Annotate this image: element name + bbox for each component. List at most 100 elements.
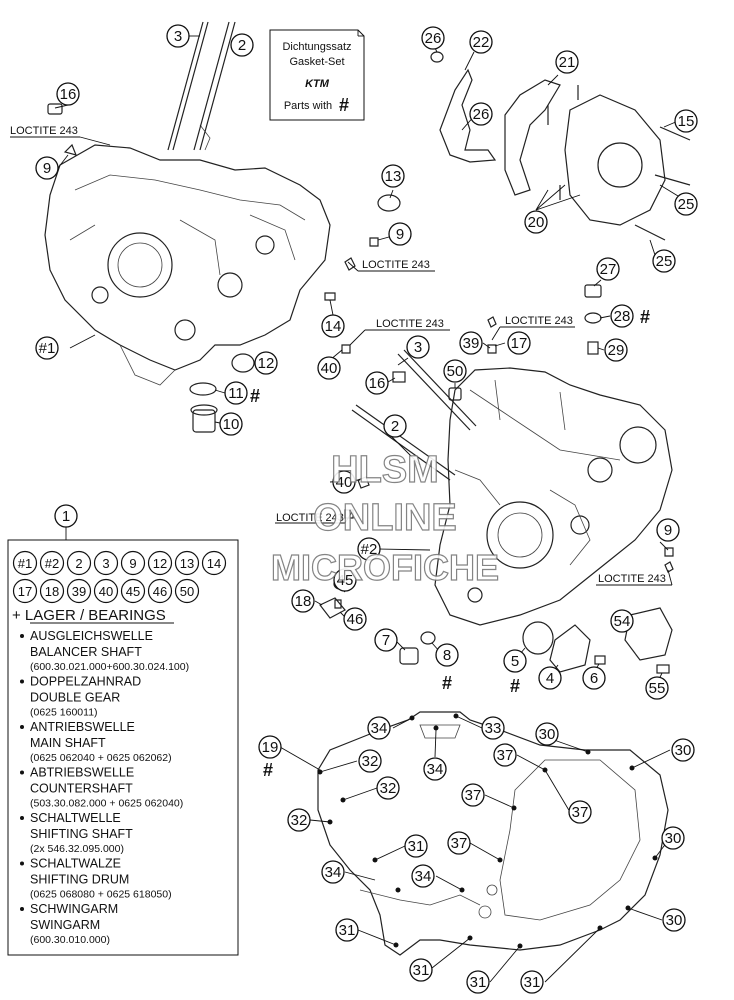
svg-text:5: 5 [511,653,519,670]
svg-text:31: 31 [339,922,356,939]
callout-10: 10 [219,412,243,436]
svg-text:54: 54 [614,613,631,630]
callout-31: 31 [404,834,428,858]
callout-39: 39 [459,331,483,355]
svg-text:18: 18 [295,593,312,610]
svg-text:9: 9 [43,160,51,177]
svg-text:13: 13 [180,556,194,571]
callout-25: 25 [674,192,698,216]
hash-mark: # [640,307,650,327]
callout-31: 31 [335,918,359,942]
callout-16: 16 [56,82,80,106]
legend-part-40: 40 [93,578,119,604]
bearing-part-code: (600.30.021.000+600.30.024.100) [30,661,189,673]
watermark-line-2: ONLINE [313,497,457,539]
svg-text:26: 26 [425,30,442,47]
svg-text:39: 39 [463,335,480,352]
callout-20: 20 [524,210,548,234]
legend-part-45: 45 [120,578,146,604]
svg-text:7: 7 [382,632,390,649]
svg-text:4: 4 [546,670,554,687]
callout-45: 45 [333,568,357,592]
loctite-labels: LOCTITE 243 LOCTITE 243 LOCTITE 243 LOCT… [10,125,666,585]
bearing-name-de: ANTRIEBSWELLE [30,720,135,734]
bullet-icon [20,770,24,775]
svg-text:32: 32 [362,753,379,770]
small-parts-upper-left [47,103,401,433]
callout-hash-2: #2 [357,537,381,561]
callout-hash-1: #1 [35,336,59,360]
callout-6: 6 [582,666,606,690]
svg-text:29: 29 [608,342,625,359]
cover-assembly [430,51,691,241]
svg-text:2: 2 [391,418,399,435]
loctite-label: LOCTITE 243 [362,259,430,271]
svg-text:46: 46 [347,611,364,628]
studs-lower [351,349,477,481]
svg-text:40: 40 [321,360,338,377]
callout-31: 31 [409,958,433,982]
callout-12: 12 [254,351,278,375]
callout-30: 30 [671,738,695,762]
callout-40: 40 [332,470,356,494]
bearing-part-code: (600.30.010.000) [30,934,110,946]
svg-text:31: 31 [470,974,487,991]
crankcase-gasket [317,711,669,956]
bearing-part-code: (0625 062040 + 0625 062062) [30,752,172,764]
svg-text:17: 17 [511,335,528,352]
bearing-part-code: (503.30.082.000 + 0625 062040) [30,798,183,810]
svg-text:31: 31 [413,962,430,979]
callout-30: 30 [535,722,559,746]
callout-9: 9 [656,518,680,542]
callout-3: 3 [166,24,190,48]
svg-text:39: 39 [72,584,86,599]
callout-32: 32 [376,776,400,800]
callout-11: 11 [224,381,248,405]
svg-text:#2: #2 [45,556,59,571]
svg-text:8: 8 [443,647,451,664]
callout-1: 1 [54,504,78,528]
callout-34: 34 [367,716,391,740]
bearing-name-de: ABTRIEBSWELLE [30,766,134,780]
loctite-label: LOCTITE 243 [10,125,78,137]
svg-text:#1: #1 [18,556,32,571]
svg-text:33: 33 [485,720,502,737]
loctite-label: LOCTITE 243 [598,573,666,585]
svg-text:34: 34 [415,868,432,885]
bullet-icon [20,816,24,820]
bearing-name-en: DOUBLE GEAR [30,691,120,705]
legend-part-18: 18 [39,578,65,604]
svg-text:18: 18 [45,584,59,599]
svg-text:10: 10 [223,416,240,433]
callout-7: 7 [374,628,398,652]
svg-text:34: 34 [371,720,388,737]
bearing-part-code: (0625 160011) [30,707,98,719]
svg-text:17: 17 [18,584,32,599]
bearing-name-en: SWINGARM [30,918,100,932]
svg-text:25: 25 [656,253,673,270]
callout-37: 37 [493,743,517,767]
callout-13: 13 [381,164,405,188]
legend-part-2: 2 [66,550,92,576]
callout-26: 26 [469,102,493,126]
svg-text:28: 28 [614,308,631,325]
callout-25: 25 [652,249,676,273]
svg-text:#2: #2 [361,541,378,558]
legend-part-3: 3 [93,550,119,576]
svg-text:31: 31 [408,838,425,855]
callout-4: 4 [538,666,562,690]
svg-text:55: 55 [649,680,666,697]
svg-text:37: 37 [572,804,589,821]
kit-line-2: Gasket-Set [289,56,344,68]
svg-text:25: 25 [678,196,695,213]
svg-text:37: 37 [497,747,514,764]
callout-29: 29 [604,338,628,362]
svg-text:40: 40 [336,474,353,491]
callout-31: 31 [520,970,544,994]
svg-text:13: 13 [385,168,402,185]
callout-30: 30 [662,908,686,932]
kit-line-4: Parts with [284,100,332,112]
